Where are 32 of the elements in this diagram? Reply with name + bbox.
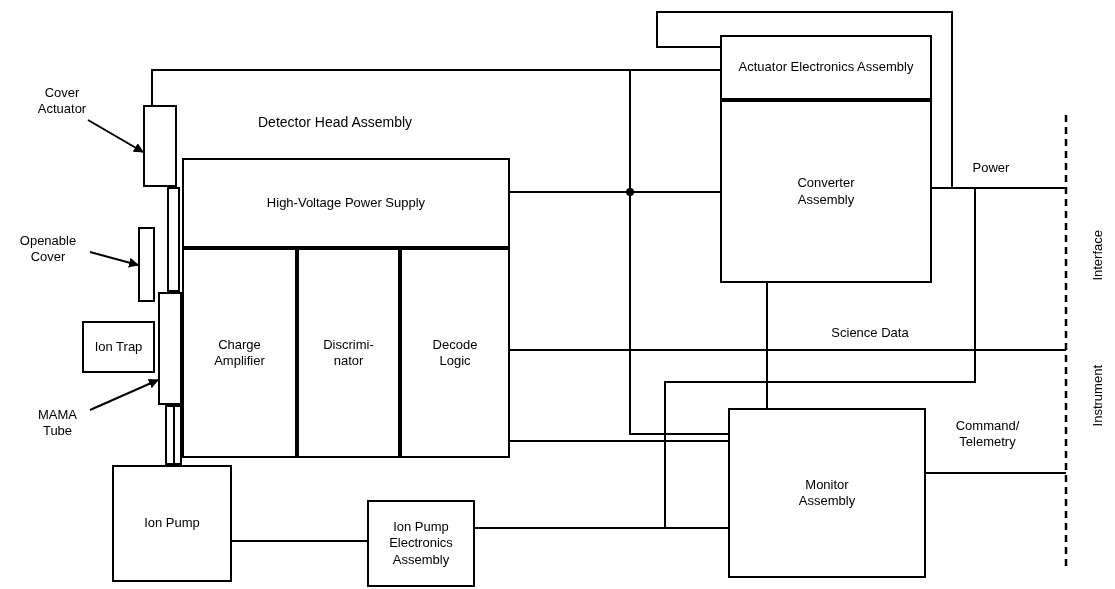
leader-arrow bbox=[89, 251, 139, 268]
assembly-box: Decode Logic bbox=[400, 248, 510, 458]
section-title: Detector Head Assembly bbox=[258, 113, 413, 132]
leader-arrow bbox=[87, 119, 144, 153]
assembly-box: Actuator Electronics Assembly bbox=[720, 35, 932, 100]
connector-line bbox=[509, 191, 721, 193]
side-label: Instrument bbox=[1089, 365, 1106, 427]
assembly-box: Charge Amplifier bbox=[182, 248, 297, 458]
assembly-box: High-Voltage Power Supply bbox=[182, 158, 510, 248]
assembly-box: Ion Trap bbox=[82, 321, 155, 373]
connector-line bbox=[766, 282, 768, 409]
leader-arrow bbox=[89, 379, 159, 411]
callout-label: Cover Actuator bbox=[22, 82, 102, 120]
connector-line bbox=[231, 540, 368, 542]
tube-drawing bbox=[165, 405, 182, 465]
component-box bbox=[158, 292, 182, 405]
callout-label: Openable Cover bbox=[4, 228, 92, 270]
callout-label: MAMA Tube bbox=[25, 404, 90, 442]
component-box bbox=[138, 227, 155, 302]
connector-line bbox=[656, 11, 953, 189]
component-box bbox=[167, 187, 180, 292]
assembly-box: Ion Pump bbox=[112, 465, 232, 582]
connector-line bbox=[151, 69, 729, 435]
component-box bbox=[143, 105, 177, 187]
connector-line bbox=[925, 472, 1067, 474]
connector-line bbox=[509, 440, 729, 442]
side-label: Interface bbox=[1089, 230, 1106, 281]
assembly-box: Discrimi- nator bbox=[297, 248, 400, 458]
connector-line bbox=[509, 349, 1067, 351]
assembly-box: Converter Assembly bbox=[720, 100, 932, 283]
assembly-box: Ion Pump Electronics Assembly bbox=[367, 500, 475, 587]
assembly-box: Monitor Assembly bbox=[728, 408, 926, 578]
